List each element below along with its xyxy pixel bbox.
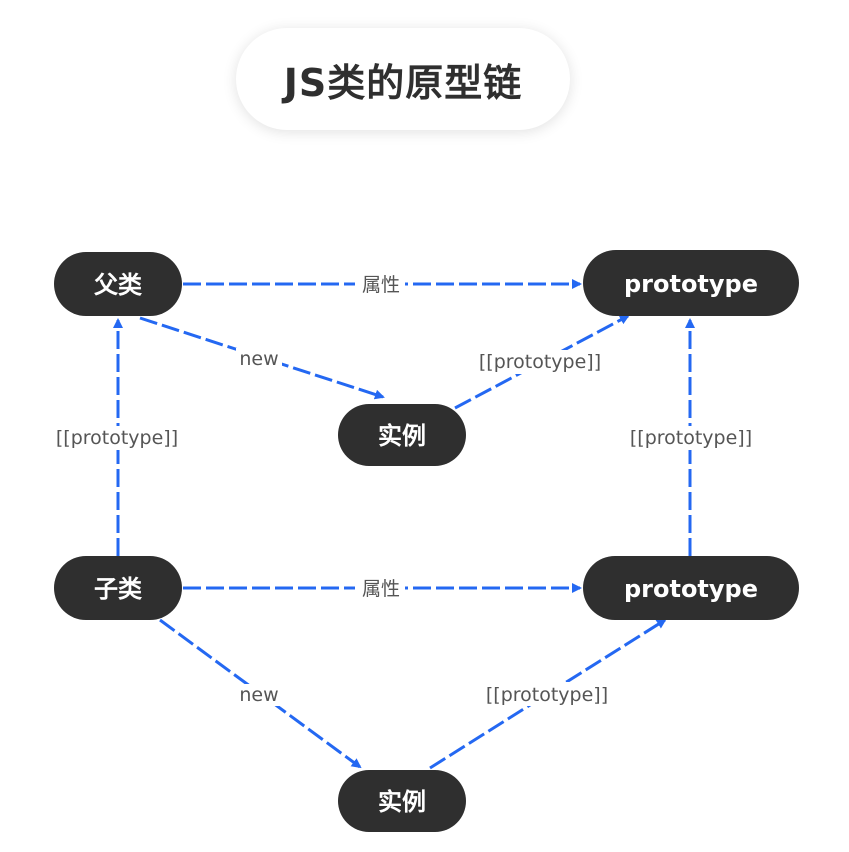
node-child-instance: 实例 bbox=[338, 770, 466, 832]
node-parent-instance: 实例 bbox=[338, 404, 466, 466]
edge-label-child-proto-to-parent-proto: [[prototype]] bbox=[630, 427, 752, 449]
title-box: JS类的原型链 bbox=[236, 28, 570, 130]
edge-label-parent-property: 属性 bbox=[362, 274, 400, 296]
edge-label-parent-new: new bbox=[239, 348, 278, 370]
edge-label-child-instance-proto: [[prototype]] bbox=[486, 684, 608, 706]
node-parent-prototype-label: prototype bbox=[624, 270, 758, 298]
node-parent-instance-label: 实例 bbox=[378, 422, 426, 450]
page-title: JS类的原型链 bbox=[283, 60, 523, 105]
edge-label-child-property: 属性 bbox=[362, 578, 400, 600]
node-child-class-label: 子类 bbox=[94, 575, 143, 603]
node-parent-class: 父类 bbox=[54, 252, 182, 316]
node-child-instance-label: 实例 bbox=[378, 788, 426, 816]
node-child-prototype: prototype bbox=[583, 556, 799, 620]
node-parent-prototype: prototype bbox=[583, 250, 799, 316]
node-parent-class-label: 父类 bbox=[94, 271, 143, 299]
edge-label-child-new: new bbox=[239, 684, 278, 706]
edge-label-child-to-parent: [[prototype]] bbox=[56, 427, 178, 449]
node-child-class: 子类 bbox=[54, 556, 182, 620]
edge-label-parent-instance-proto: [[prototype]] bbox=[479, 351, 601, 373]
node-child-prototype-label: prototype bbox=[624, 575, 758, 603]
